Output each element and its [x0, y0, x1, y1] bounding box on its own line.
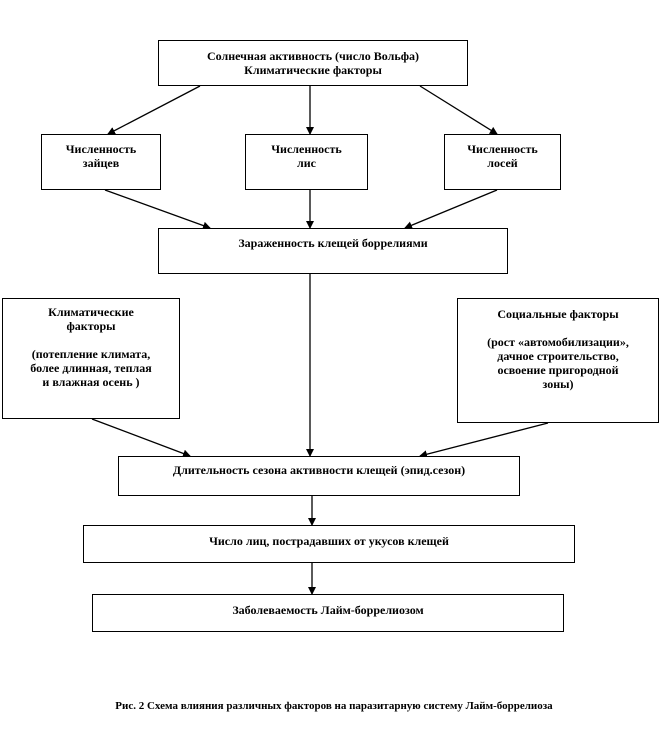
node-morbidity-line1: Заболеваемость Лайм-боррелиозом: [232, 603, 424, 617]
node-social-line2: (рост «автомобилизации»,: [487, 335, 629, 349]
node-social-line5: зоны): [542, 377, 574, 391]
figure-caption: Рис. 2 Схема влияния различных факторов …: [115, 700, 553, 712]
node-lyme-morbidity: Заболеваемость Лайм-боррелиозом: [92, 594, 564, 632]
node-hares-line1: Численность: [65, 142, 137, 156]
node-climate-line1: Климатические: [48, 305, 134, 319]
node-hares-line2: зайцев: [82, 156, 120, 170]
node-climate-line2: факторы: [66, 319, 116, 333]
node-season-duration: Длительность сезона активности клещей (э…: [118, 456, 520, 496]
node-solar-activity: Солнечная активность (число Вольфа) Клим…: [158, 40, 468, 86]
node-climate-spacer: [3, 333, 179, 347]
node-lynx-line1: Численность: [271, 142, 342, 156]
node-moose: Численность лосей: [444, 134, 561, 190]
node-lynx: Численность лис: [245, 134, 368, 190]
node-tick-infection-line1: Зараженность клещей боррелиями: [238, 236, 428, 250]
node-solar-line2: Климатические факторы: [244, 63, 382, 77]
node-social-spacer: [458, 321, 658, 335]
arrow-solar-to-moose: [419, 85, 498, 135]
node-bitten-line1: Число лиц, пострадавших от укусов клещей: [209, 534, 449, 548]
node-moose-line2: лосей: [487, 156, 518, 170]
node-moose-line1: Численность: [467, 142, 538, 156]
node-hares: Численность зайцев: [41, 134, 161, 190]
node-climate-line4: более длинная, теплая: [30, 361, 152, 375]
arrow-hares-to-infection: [104, 189, 211, 230]
node-season-line1: Длительность сезона активности клещей (э…: [172, 463, 466, 477]
node-tick-infection: Зараженность клещей боррелиями: [158, 228, 508, 274]
node-climate-line3: (потепление климата,: [31, 347, 151, 361]
node-climate-factors: Климатические факторы (потепление климат…: [2, 298, 180, 419]
node-social-line3: дачное строительство,: [497, 349, 619, 363]
arrow-moose-to-infection: [404, 189, 498, 230]
node-solar-line1: Солнечная активность (число Вольфа): [207, 49, 419, 63]
node-social-line4: освоение пригородной: [497, 363, 619, 377]
node-bitten-count: Число лиц, пострадавших от укусов клещей: [83, 525, 575, 563]
node-social-line1: Социальные факторы: [497, 307, 619, 321]
node-social-factors: Социальные факторы (рост «автомобилизаци…: [457, 298, 659, 423]
node-climate-line5: и влажная осень ): [42, 375, 140, 389]
node-lynx-line2: лис: [297, 156, 316, 170]
arrow-solar-to-hares: [107, 85, 201, 135]
arrow-social-to-season: [419, 422, 549, 459]
arrow-climate-to-season: [91, 418, 191, 458]
